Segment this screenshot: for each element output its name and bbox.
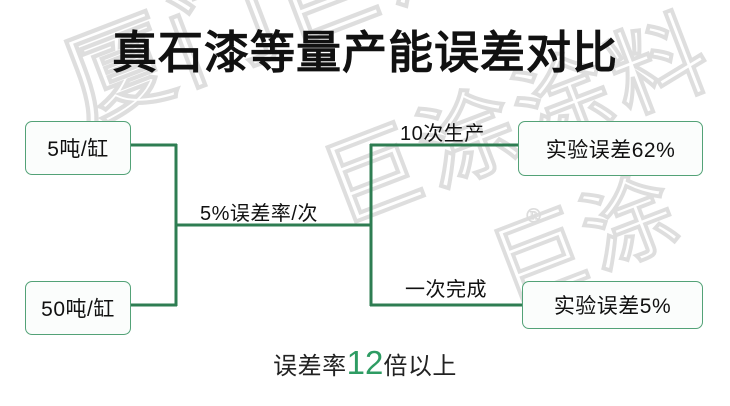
node-input-small-tank-label: 5吨/缸 bbox=[47, 138, 109, 161]
node-result-high-error-label: 实验误差62% bbox=[545, 138, 676, 162]
page-title: 真石漆等量产能误差对比 bbox=[111, 27, 618, 78]
conclusion-suffix: 倍以上 bbox=[383, 353, 457, 380]
node-input-large-tank-label: 50吨/缸 bbox=[41, 298, 115, 321]
node-input-small-tank: 5吨/缸 bbox=[25, 121, 131, 175]
conclusion-number: 12 bbox=[346, 344, 384, 381]
edge-label-single-run: 一次完成 bbox=[405, 279, 487, 301]
node-input-large-tank: 50吨/缸 bbox=[25, 281, 131, 335]
edge-label-error-rate-per-run: 5%误差率/次 bbox=[200, 203, 318, 225]
node-result-low-error-label: 实验误差5% bbox=[553, 295, 672, 318]
conclusion-prefix: 误差率 bbox=[273, 353, 347, 380]
conclusion-banner: 误差率12倍以上 bbox=[0, 344, 730, 382]
node-result-high-error: 实验误差62% bbox=[518, 121, 703, 176]
edge-label-ten-runs: 10次生产 bbox=[400, 123, 485, 145]
node-result-low-error: 实验误差5% bbox=[522, 281, 703, 329]
